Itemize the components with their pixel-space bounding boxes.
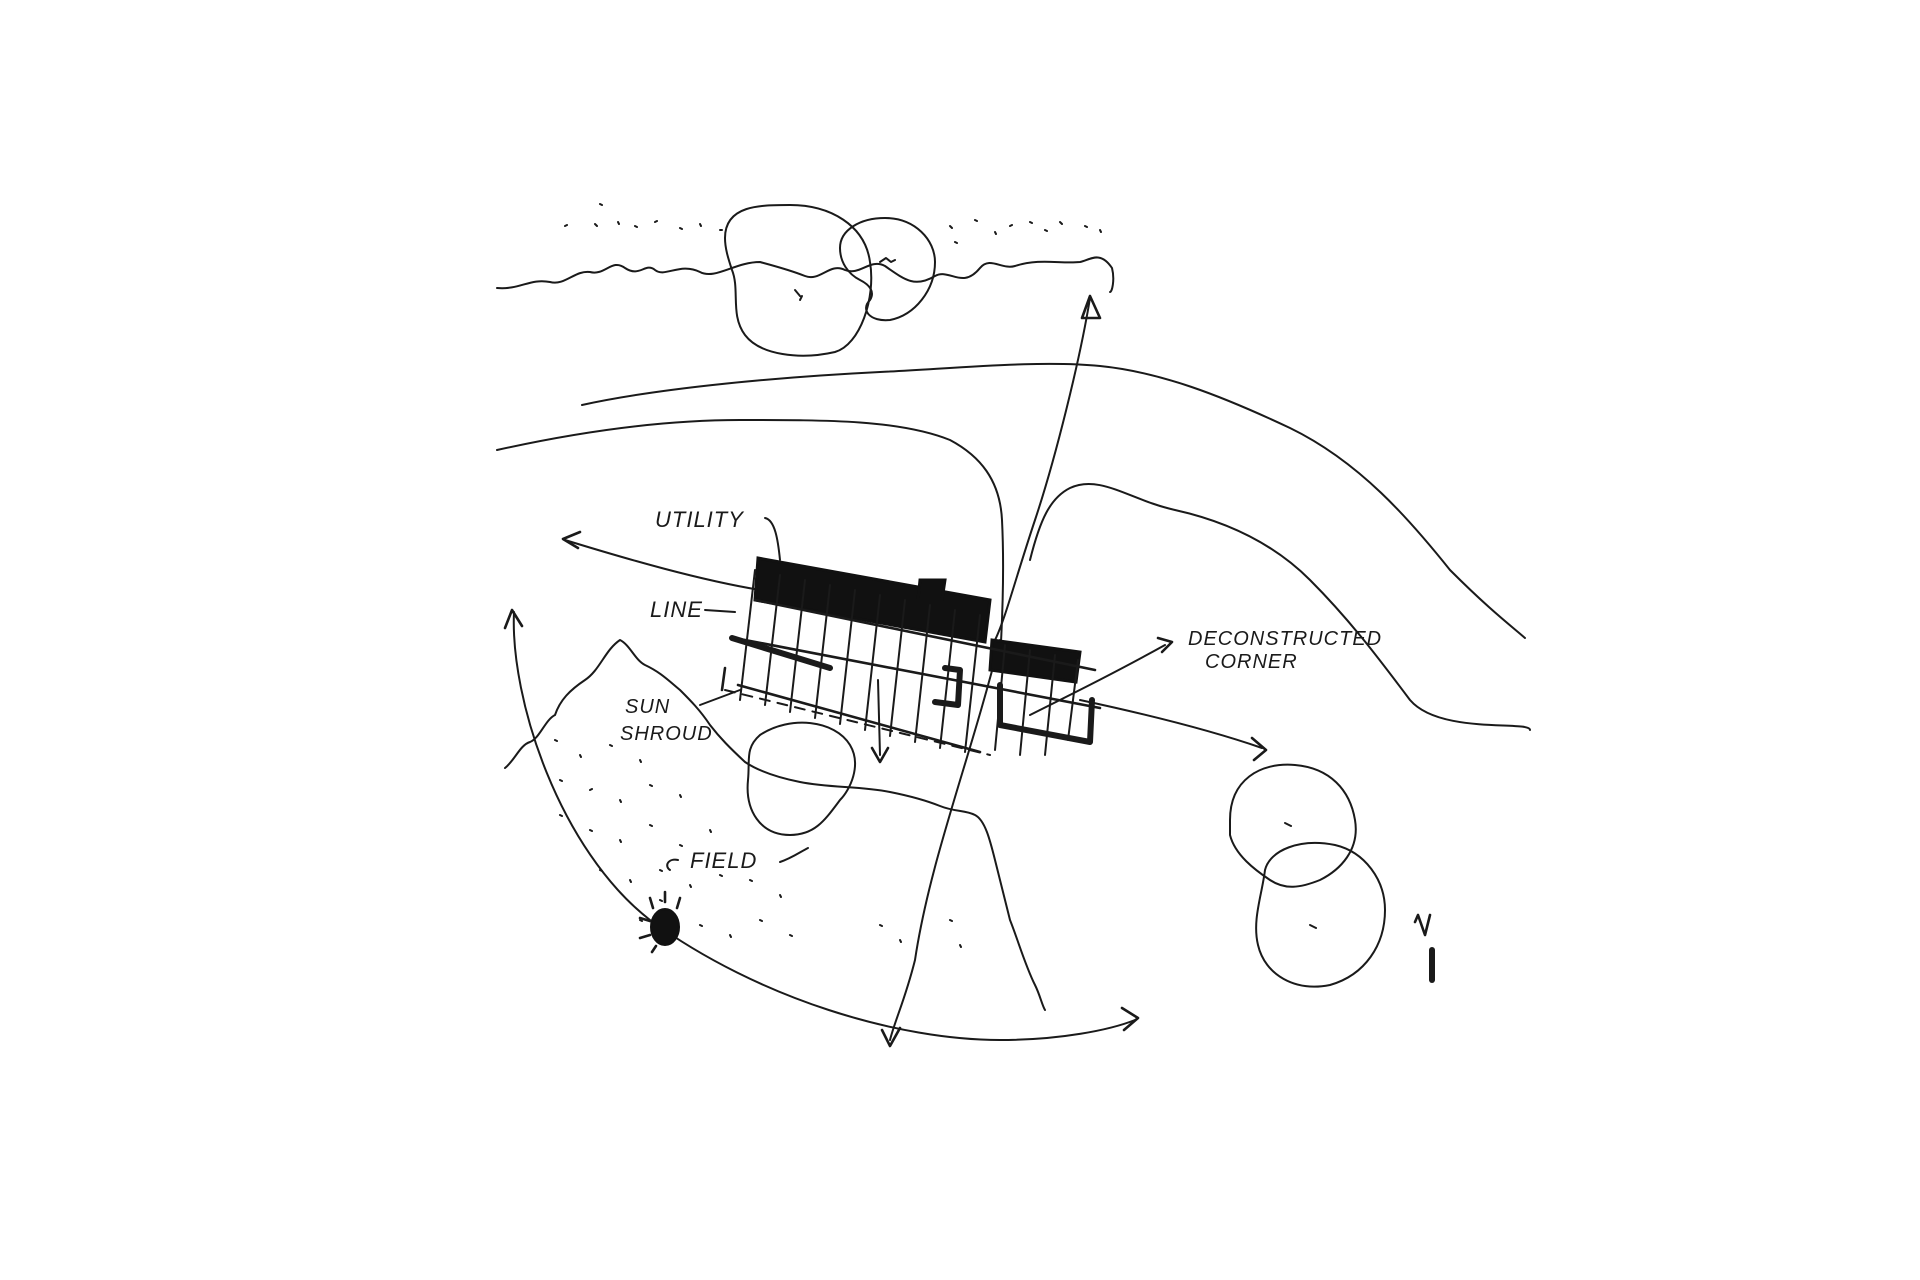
building-plan (720, 556, 1102, 756)
field-stipple (554, 739, 962, 948)
tree-right-lower (1255, 841, 1386, 988)
sun-path-arc (503, 608, 1140, 1041)
tree-top-left (724, 204, 873, 357)
label-deconstructed-text: DECONSTRUCTED (1188, 628, 1382, 650)
view-arrow-north (994, 294, 1102, 641)
label-line: LINE (650, 597, 736, 622)
label-field: FIELD (666, 847, 809, 873)
north-arrow-icon (1413, 913, 1435, 983)
label-sun-text: SUN (625, 696, 670, 718)
label-corner-text: CORNER (1205, 651, 1298, 673)
sky-stipple (564, 203, 1102, 244)
view-arrow-down (870, 679, 890, 764)
label-shroud-text: SHROUD (620, 723, 713, 745)
view-arrow-south (880, 639, 1001, 1048)
sun-icon (638, 890, 682, 954)
label-field-text: FIELD (690, 848, 757, 873)
label-line-text: LINE (650, 597, 703, 622)
label-deconstructed-corner: DECONSTRUCTED CORNER (1029, 628, 1382, 716)
tree-middle (746, 721, 856, 836)
label-sun-shroud: SUN SHROUD (620, 689, 741, 745)
label-utility: UTILITY (655, 507, 781, 561)
contour-lines (496, 362, 1531, 731)
tree-right-upper (1229, 763, 1357, 888)
view-arrow-southeast (1079, 699, 1268, 762)
tree-top-right (839, 217, 936, 322)
label-utility-text: UTILITY (655, 507, 744, 532)
horizon-treeline (496, 256, 1115, 293)
view-arrow-northwest (561, 530, 761, 591)
